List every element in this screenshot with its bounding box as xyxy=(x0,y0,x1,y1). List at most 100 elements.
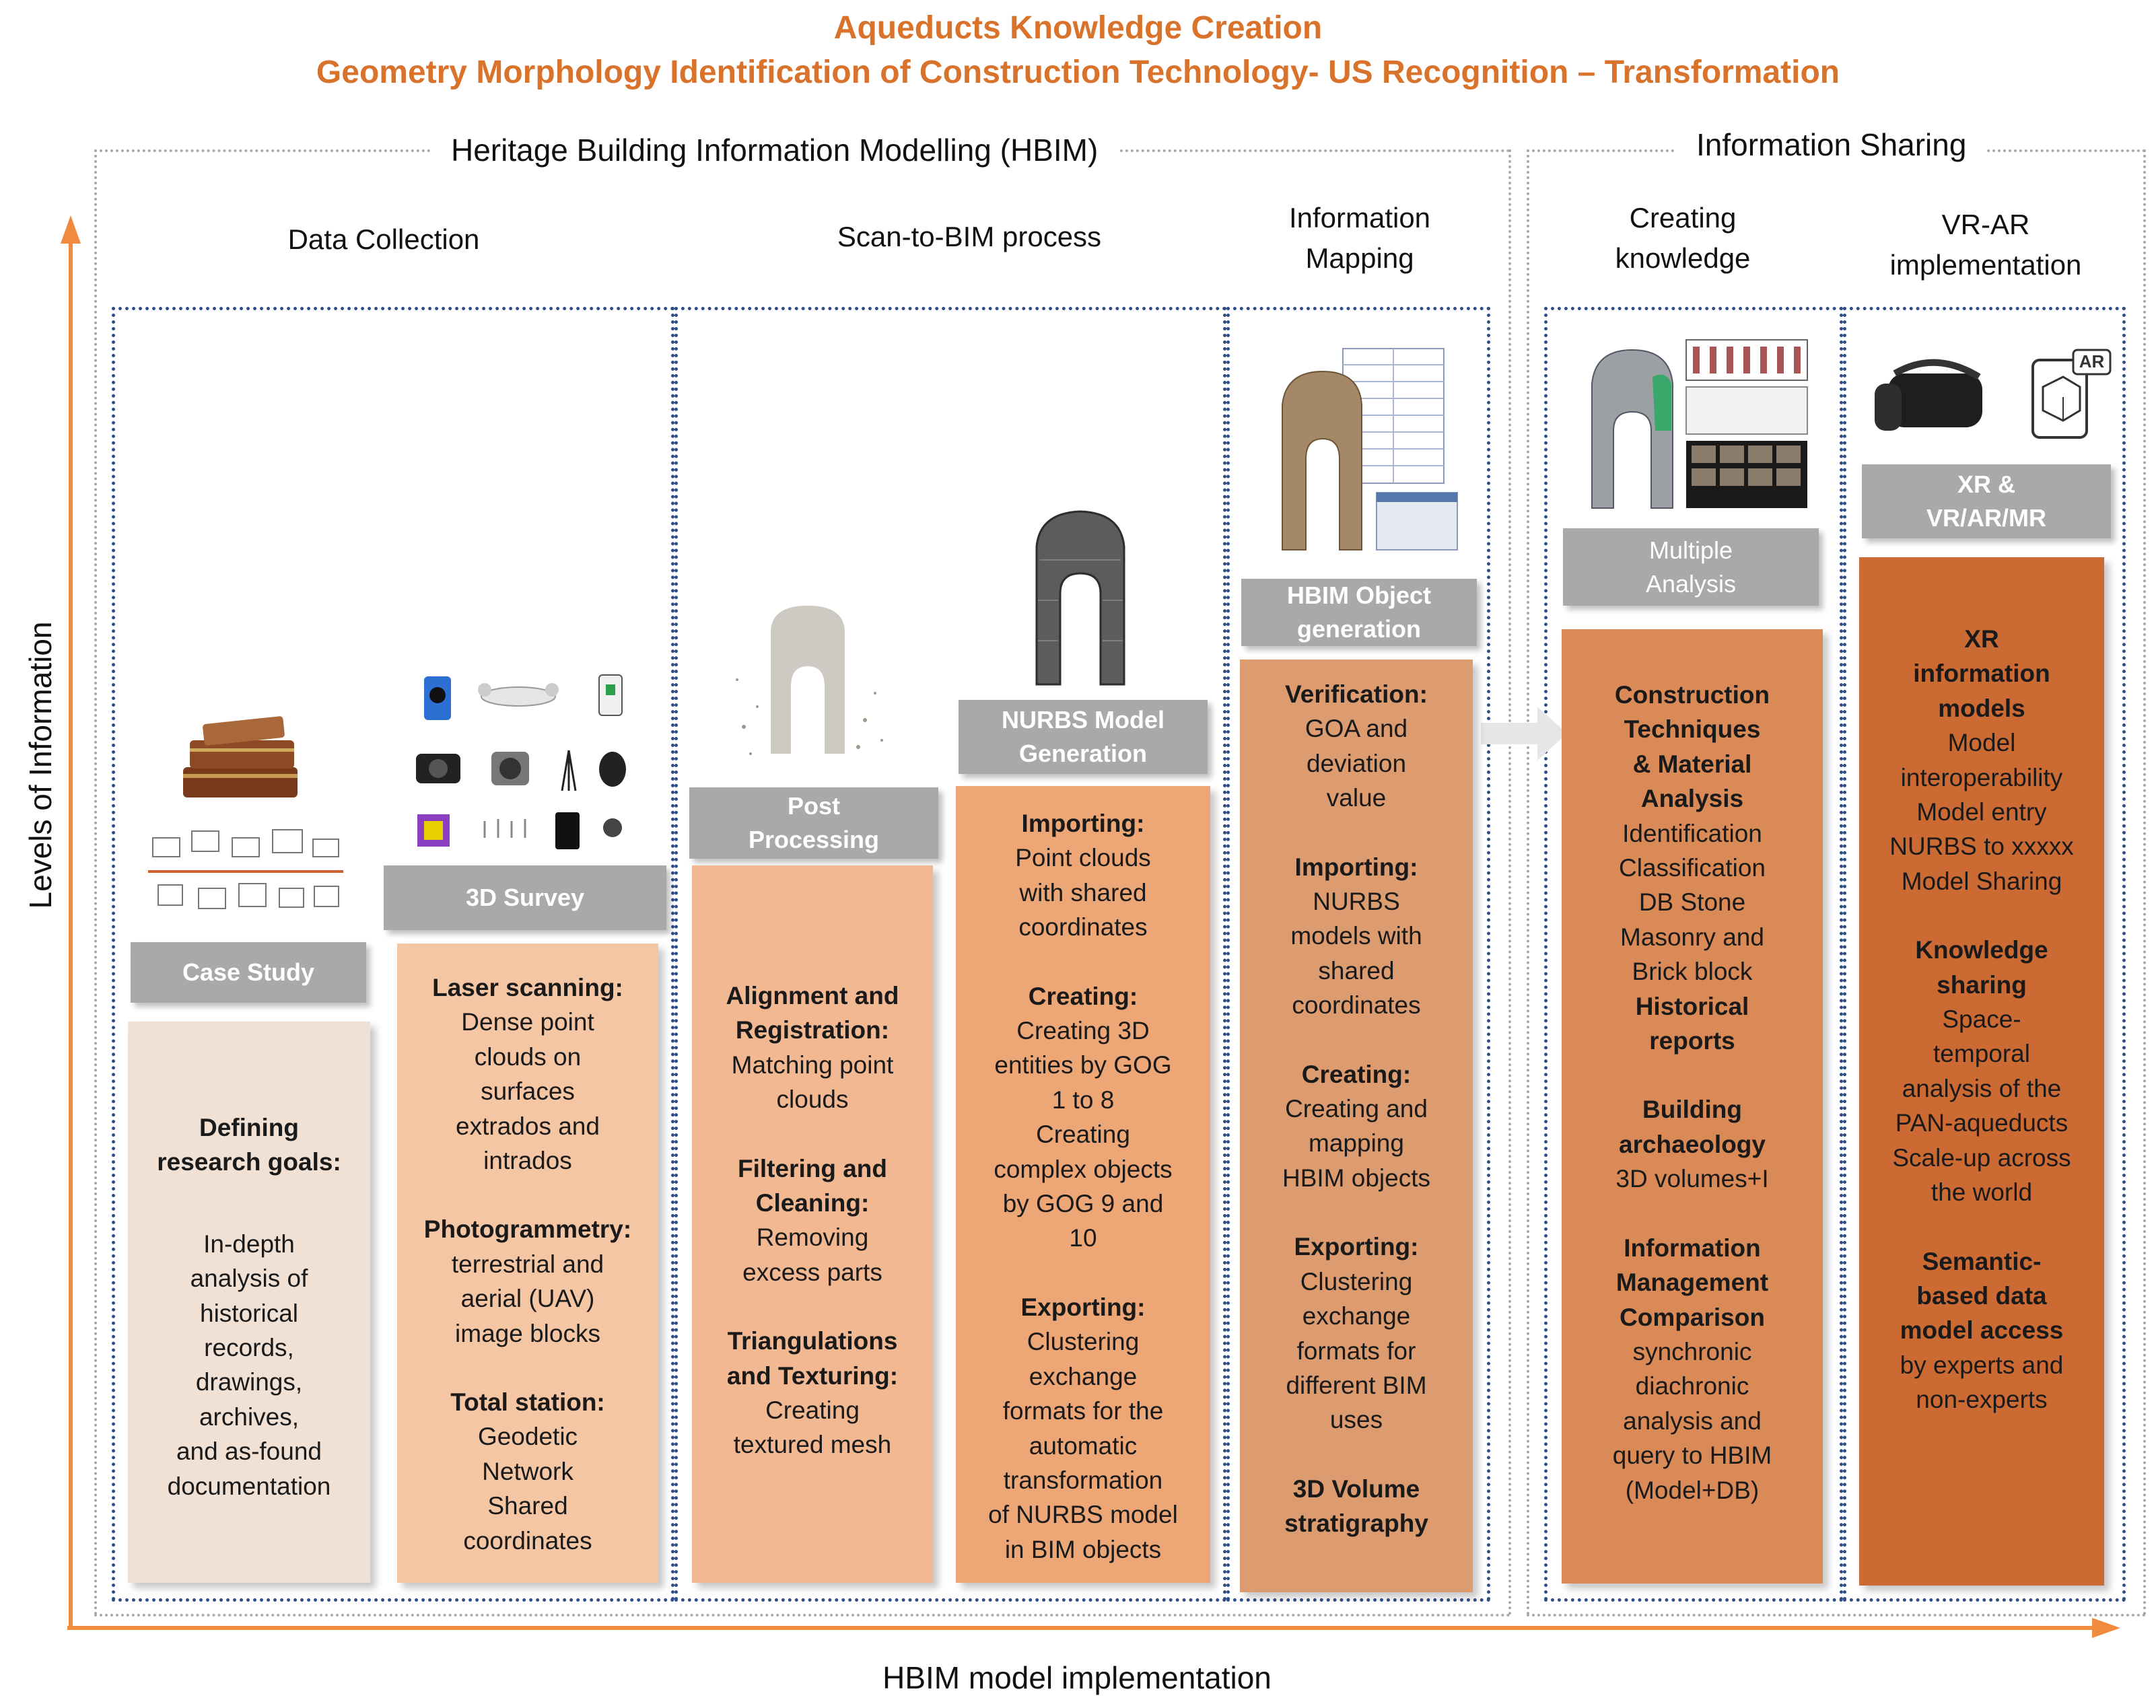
frame-information-mapping xyxy=(1226,307,1490,1602)
block-text-line: Network xyxy=(482,1457,573,1485)
block-text-line: Scale-up across xyxy=(1892,1143,2071,1172)
block-text-line: NURBS xyxy=(1313,888,1400,916)
frame-scan-to-bim xyxy=(674,307,1226,1602)
block-text-line: synchronic xyxy=(1632,1337,1752,1365)
block-text-line: documentation xyxy=(167,1472,331,1500)
block-heading-line: model access xyxy=(1900,1316,2064,1345)
block-heading-line: Comparison xyxy=(1620,1303,1765,1331)
block-heading-line: Importing: xyxy=(1021,810,1145,837)
block-text-line: Creating and xyxy=(1285,1095,1428,1123)
block-text-line: uses xyxy=(1329,1406,1383,1434)
block-text-line: clouds on xyxy=(474,1042,582,1071)
block-heading-line: Verification: xyxy=(1285,680,1428,708)
vr-headset-icon xyxy=(1875,359,1982,431)
block-text-line: Point clouds xyxy=(1015,844,1151,872)
block-text-line: different BIM xyxy=(1286,1371,1427,1399)
block-text-line: diachronic xyxy=(1635,1372,1749,1400)
block-text-line: analysis of the xyxy=(1902,1074,2062,1102)
block-text-line: Classification xyxy=(1619,854,1766,882)
y-axis-arrow xyxy=(61,215,81,1629)
block-text-line: Space- xyxy=(1942,1005,2021,1034)
block-text-line: extrados and xyxy=(456,1112,600,1140)
frame-data-collection xyxy=(112,307,674,1602)
block-heading-line: Cleaning: xyxy=(755,1189,870,1217)
label-case-study: Case Study xyxy=(131,942,366,1003)
block-text-line: NURBS to xxxxx xyxy=(1889,832,2074,861)
block-heading-line: Creating: xyxy=(1301,1060,1412,1088)
block-text-line: exchange xyxy=(1302,1302,1411,1330)
block-heading-line: Analysis xyxy=(1640,785,1744,813)
hbim-object-icon xyxy=(1282,348,1458,550)
phase-data-collection: Data Collection xyxy=(287,223,480,255)
block-text-line: mapping xyxy=(1309,1129,1404,1158)
block-text-line: temporal xyxy=(1933,1040,2030,1068)
block-text-line: coordinates xyxy=(463,1526,592,1555)
historical-timeline-icon xyxy=(148,829,343,909)
block-text-line: coordinates xyxy=(1018,913,1148,941)
block-heading-line: 3D Volume xyxy=(1292,1474,1420,1503)
block-text-line: Shared xyxy=(487,1492,568,1520)
block-text-line: Removing xyxy=(756,1223,869,1252)
block-text-line: Model entry xyxy=(1916,798,2047,826)
block-heading-line: Knowledge xyxy=(1915,936,2048,964)
block-text-line: In-depth xyxy=(203,1230,295,1258)
column-block: 3D Volume stratigraphy xyxy=(1252,1472,1461,1541)
phase-scan-to-bim: Scan-to-BIM process xyxy=(837,221,1102,252)
block-heading-line: Total station: xyxy=(450,1388,605,1417)
block-text-line: deviation xyxy=(1306,749,1407,777)
block-text-line: Model xyxy=(1947,729,2016,757)
nurbs-mesh-arch-icon xyxy=(1035,510,1125,686)
survey-instruments-icon xyxy=(416,674,626,849)
block-heading-line: stratigraphy xyxy=(1284,1509,1428,1538)
block-text-line: Creating xyxy=(765,1396,860,1425)
block-text-line: excess parts xyxy=(742,1258,882,1286)
block-heading-line: based data xyxy=(1916,1281,2047,1310)
block-text-line: query to HBIM xyxy=(1612,1442,1772,1470)
block-heading-line: Laser scanning: xyxy=(432,974,623,1001)
block-text-line: formats for the xyxy=(1002,1397,1164,1425)
block-text-line: Model Sharing xyxy=(1901,867,2062,895)
block-text-line: HBIM objects xyxy=(1282,1164,1430,1192)
block-text-line: intrados xyxy=(483,1147,572,1175)
block-heading-line: Historical xyxy=(1635,992,1749,1020)
block-heading-line: Exporting: xyxy=(1020,1293,1146,1321)
block-heading-line: research goals: xyxy=(157,1148,341,1176)
block-text-line: (Model+DB) xyxy=(1625,1476,1760,1504)
block-heading-line: Creating: xyxy=(1028,982,1138,1010)
block-text-line: coordinates xyxy=(1292,991,1421,1020)
block-text-line: transformation xyxy=(1003,1466,1163,1494)
subtitle: Geometry Morphology Identification of Co… xyxy=(316,55,1840,90)
block-text-line: records, xyxy=(204,1334,294,1362)
block-heading-line: sharing xyxy=(1937,970,2027,999)
ar-badge-icon: AR xyxy=(2079,351,2105,371)
block-text-line: formats for xyxy=(1296,1337,1416,1365)
block-text-line: Identification xyxy=(1622,819,1762,847)
block-text-line: entities by GOG xyxy=(994,1051,1172,1079)
block-text-line: by GOG 9 and xyxy=(1002,1190,1164,1218)
block-heading-line: Building xyxy=(1642,1096,1742,1124)
block-heading-line: Construction xyxy=(1614,681,1770,709)
books-icon xyxy=(183,716,298,797)
frame-creating-knowledge xyxy=(1544,307,1843,1602)
block-text-line: and as-found xyxy=(176,1437,322,1466)
block-text-line: exchange xyxy=(1029,1362,1138,1390)
block-heading-line: Photogrammetry: xyxy=(423,1215,632,1244)
block-text-line: terrestrial and xyxy=(451,1250,604,1278)
